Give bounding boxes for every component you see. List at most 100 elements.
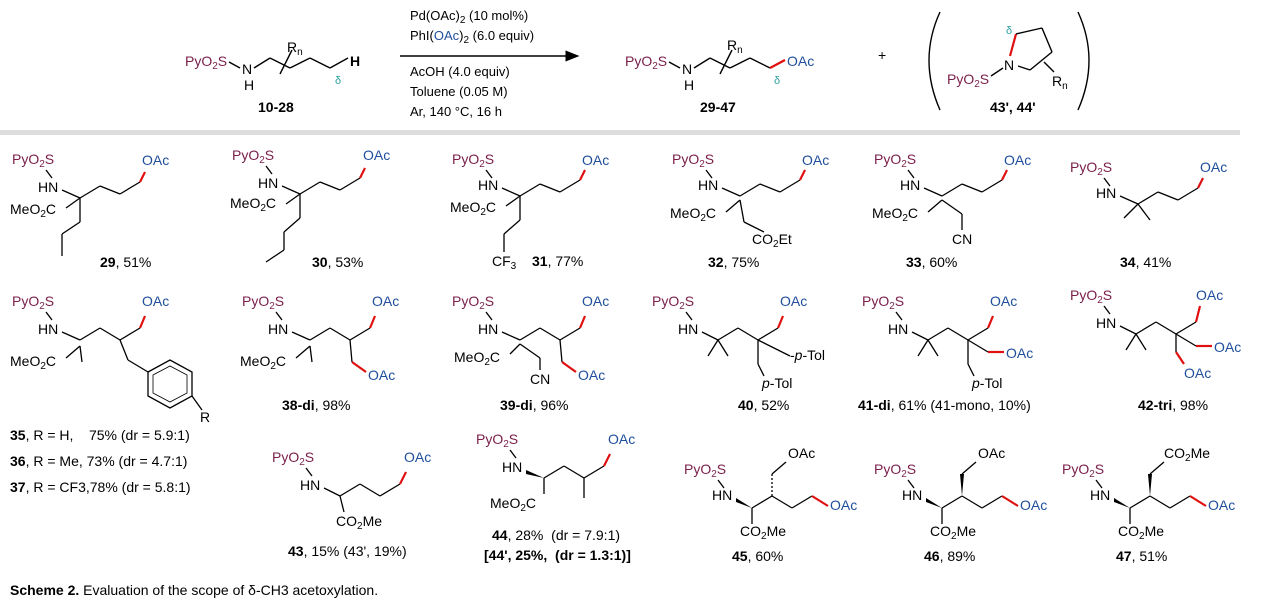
svg-text:MeO2C: MeO2C	[490, 495, 536, 514]
svg-text:OAc: OAc	[142, 293, 169, 309]
compound-38-di: PyO2S HN OAc MeO2C OAc 38-di, 98%	[240, 293, 399, 413]
svg-text:p-Tol: p-Tol	[761, 375, 792, 391]
delta-symbol: δ	[335, 75, 341, 87]
product-structure: PyO2S N H Rn OAc δ 29-47	[625, 37, 814, 115]
compound-33-caption: 33, 60%	[906, 254, 957, 270]
svg-text:Rn: Rn	[1052, 73, 1068, 92]
compound-32: PyO2S HN OAc MeO2C CO2Et 32, 75%	[670, 151, 829, 270]
svg-text:OAc: OAc	[830, 497, 857, 513]
svg-text:OAc: OAc	[802, 152, 829, 168]
svg-text:HN: HN	[902, 487, 922, 503]
compound-30: PyO2S HN OAc MeO2C 30, 53%	[230, 147, 390, 270]
svg-text:H: H	[350, 53, 360, 69]
compound-35-caption: 35, R = H, 75% (dr = 5.9:1)	[10, 427, 190, 443]
compound-42-tri: PyO2S HN OAc OAc OAc 42-tri, 98%	[1070, 287, 1241, 413]
compound-39-di-caption: 39-di, 96%	[500, 397, 569, 413]
svg-text:HN: HN	[698, 177, 718, 193]
svg-text:OAc: OAc	[780, 293, 807, 309]
svg-text:HN: HN	[1090, 487, 1110, 503]
svg-text:HN: HN	[502, 459, 522, 475]
svg-text:OAc: OAc	[582, 152, 609, 168]
svg-text:PyO2S: PyO2S	[1070, 159, 1112, 178]
side-product-structure: PyO2S N Rn δ 43', 44'	[928, 11, 1090, 115]
reaction-header: PyO2S N H Rn H δ 10-28 Pd(OAc)2 (10 mol%…	[185, 8, 1090, 119]
svg-text:OAc: OAc	[582, 293, 609, 309]
reactant-structure: PyO2S N H Rn H δ 10-28	[185, 39, 360, 115]
svg-text:OAc: OAc	[1184, 365, 1211, 381]
svg-text:OAc: OAc	[363, 147, 390, 163]
condition-solvent: Toluene (0.05 M)	[410, 84, 508, 99]
svg-text:OAc: OAc	[1006, 345, 1033, 361]
svg-text:PyO2S: PyO2S	[672, 151, 714, 170]
svg-text:CO2Me: CO2Me	[930, 523, 976, 542]
compound-35-37: PyO2S HN OAc MeO2C R 35, R = H, 75% (dr …	[10, 293, 210, 495]
svg-text:HN: HN	[1096, 315, 1116, 331]
compound-46-caption: 46, 89%	[924, 548, 975, 564]
svg-text:OAc: OAc	[142, 152, 169, 168]
compound-37-caption: 37, R = CF3,78% (dr = 5.8:1)	[10, 479, 191, 495]
svg-text:PyO2S: PyO2S	[452, 151, 494, 170]
compound-36-caption: 36, R = Me, 73% (dr = 4.7:1)	[10, 453, 187, 469]
compound-40: PyO2S HN OAc -p-Tol p-Tol 40, 52%	[652, 293, 825, 413]
divider-bar	[0, 130, 1240, 135]
svg-text:PyO2S: PyO2S	[232, 147, 274, 166]
svg-text:HN: HN	[258, 175, 278, 191]
compound-29-caption: 29, 51%	[100, 254, 151, 270]
condition-atmosphere: Ar, 140 °C, 16 h	[410, 104, 502, 119]
svg-text:OAc: OAc	[372, 293, 399, 309]
svg-text:HN: HN	[478, 177, 498, 193]
svg-text:CO2Et: CO2Et	[752, 231, 792, 250]
compound-30-caption: 30, 53%	[312, 254, 363, 270]
condition-catalyst: Pd(OAc)2 (10 mol%)	[410, 8, 528, 26]
compound-47: PyO2S HN OAc CO2Me CO2Me 47, 51%	[1062, 445, 1235, 564]
svg-text:OAc: OAc	[608, 431, 635, 447]
svg-text:PyO2S: PyO2S	[1070, 287, 1112, 306]
svg-text:HN: HN	[38, 321, 58, 337]
product-label: 29-47	[700, 99, 736, 115]
svg-text:CO2Me: CO2Me	[740, 523, 786, 542]
scheme-caption-text: Evaluation of the scope of δ-CH3 acetoxy…	[79, 582, 379, 598]
svg-text:PyO2S: PyO2S	[242, 293, 284, 312]
svg-text:PyO2S: PyO2S	[652, 293, 694, 312]
compound-31: PyO2S HN OAc MeO2C CF3 31, 77%	[450, 151, 609, 272]
svg-text:CF3: CF3	[492, 253, 517, 272]
svg-text:HN: HN	[888, 321, 908, 337]
svg-text:δ: δ	[774, 75, 780, 87]
compound-40-caption: 40, 52%	[738, 397, 789, 413]
svg-text:HN: HN	[678, 321, 698, 337]
svg-text:OAc: OAc	[1196, 287, 1223, 303]
svg-text:PyO2S: PyO2S	[874, 151, 916, 170]
compound-34: PyO2S HN OAc 34, 41%	[1070, 159, 1227, 270]
svg-text:OAc: OAc	[788, 445, 815, 461]
svg-text:OAc: OAc	[1214, 339, 1241, 355]
compound-41-di-caption: 41-di, 61% (41-mono, 10%)	[858, 397, 1031, 413]
svg-text:MeO2C: MeO2C	[10, 353, 56, 372]
svg-text:MeO2C: MeO2C	[450, 199, 496, 218]
svg-text:MeO2C: MeO2C	[454, 349, 500, 368]
svg-text:PyO2S: PyO2S	[862, 293, 904, 312]
svg-text:PyO2S: PyO2S	[1062, 461, 1104, 480]
svg-text:PyO2S: PyO2S	[12, 151, 54, 170]
compound-43-caption: 43, 15% (43', 19%)	[288, 543, 407, 559]
svg-text:OAc: OAc	[404, 449, 431, 465]
svg-text:N: N	[682, 61, 692, 77]
compound-44-extra: [44', 25%, (dr = 1.3:1)]	[484, 547, 631, 563]
svg-text:p-Tol: p-Tol	[971, 375, 1002, 391]
svg-text:OAc: OAc	[787, 53, 814, 69]
svg-text:PyO2S: PyO2S	[625, 53, 667, 72]
svg-text:MeO2C: MeO2C	[670, 205, 716, 224]
svg-text:OAc: OAc	[368, 367, 395, 383]
scheme-caption: Scheme 2. Evaluation of the scope of δ-C…	[10, 582, 378, 598]
svg-text:PyO2S: PyO2S	[272, 449, 314, 468]
scheme-caption-title: Scheme 2.	[10, 582, 80, 598]
compound-45: PyO2S HN OAc OAc CO2Me 45, 60%	[684, 445, 857, 564]
svg-text:PyO2S: PyO2S	[874, 461, 916, 480]
compound-33: PyO2S HN OAc MeO2C CN 33, 60%	[872, 151, 1031, 270]
svg-text:CO2Me: CO2Me	[336, 513, 382, 532]
compound-39-di: PyO2S HN OAc MeO2C CN OAc 39-di, 96%	[452, 293, 609, 413]
compound-38-di-caption: 38-di, 98%	[282, 397, 351, 413]
svg-text:HN: HN	[1096, 185, 1116, 201]
compound-45-caption: 45, 60%	[732, 548, 783, 564]
plus-sign: +	[878, 47, 886, 63]
